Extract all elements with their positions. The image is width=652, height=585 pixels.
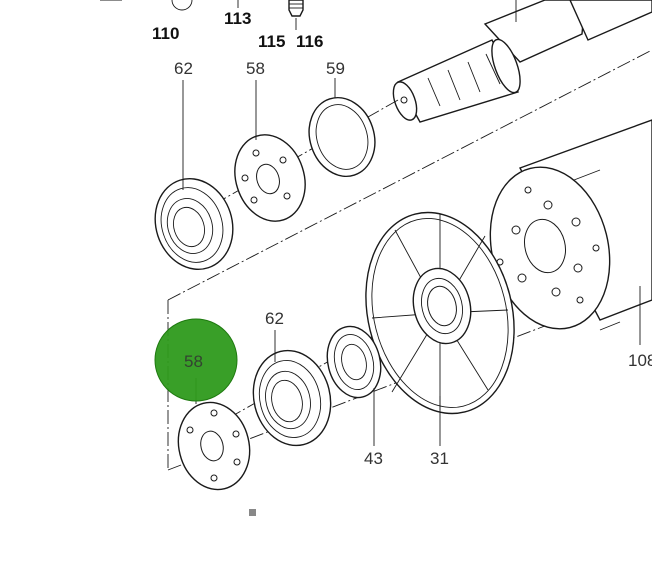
- nut-116: [288, 0, 304, 30]
- part-label-115: 115: [258, 32, 285, 51]
- highlight-marker[interactable]: 58: [154, 318, 238, 402]
- part-label-58-upper: 58: [246, 59, 265, 78]
- drive-shaft: [392, 0, 652, 123]
- part-label-31: 31: [430, 449, 449, 468]
- flange-58-upper: [234, 80, 306, 222]
- part-110-edge: [100, 0, 193, 11]
- flange-58-lower: [177, 378, 251, 491]
- ring-59: [308, 78, 376, 178]
- bearing-62-lower: [252, 330, 332, 447]
- motor-housing: [489, 119, 652, 345]
- part-label-62-lower: 62: [265, 309, 284, 328]
- part-label-58-lower: 58: [184, 352, 203, 371]
- part-label-59: 59: [326, 59, 345, 78]
- top-callouts: 110 113 115 116: [100, 0, 323, 51]
- part-label-108: 108: [628, 351, 652, 370]
- part-label-116: 116: [296, 32, 323, 51]
- small-square-marker: [249, 509, 256, 516]
- fan-31: [365, 211, 515, 446]
- part-label-113: 113: [224, 9, 251, 28]
- part-label-43: 43: [364, 449, 383, 468]
- bearing-62-upper: [154, 80, 234, 270]
- part-label-110: 110: [152, 24, 179, 43]
- seal-43: [326, 325, 382, 446]
- part-label-62-upper: 62: [174, 59, 193, 78]
